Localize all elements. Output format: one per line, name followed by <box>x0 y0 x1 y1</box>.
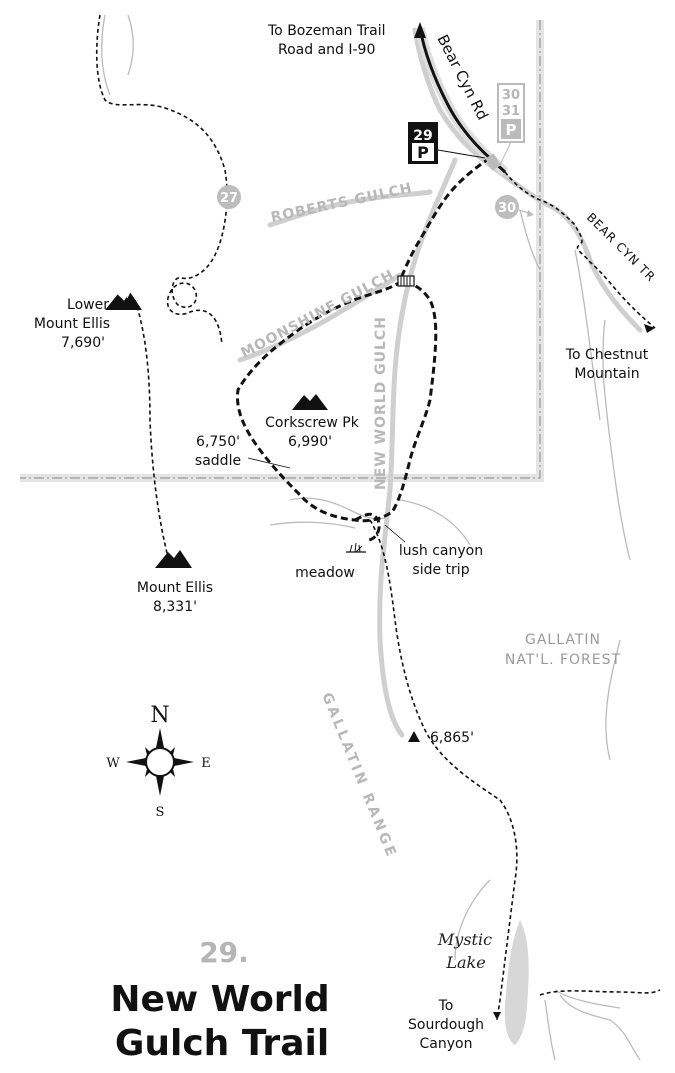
compass-east: E <box>201 756 211 771</box>
compass-south: S <box>156 805 165 820</box>
mystic-lake-label-line1: Mystic <box>437 930 492 949</box>
trail-27-number: 27 <box>220 191 238 206</box>
trailhead-marker <box>485 153 501 171</box>
lush-canyon-leader-line <box>384 524 406 543</box>
main-route <box>235 156 491 542</box>
mount-ellis-name: Mount Ellis <box>137 580 213 596</box>
mystic-lake-label-line2: Lake <box>445 953 485 972</box>
to-bozeman-label-line2: Road and I-90 <box>278 42 375 58</box>
summit-triangle-icon <box>408 731 420 742</box>
corkscrew-pk-elevation: 6,990' <box>288 434 332 450</box>
mount-ellis-elevation: 8,331' <box>153 599 197 615</box>
mountain-icon <box>105 291 142 310</box>
compass-rose: N S W E <box>106 703 210 820</box>
corkscrew-pk-name: Corkscrew Pk <box>265 415 360 431</box>
point-6865-elevation: 6,865' <box>430 730 474 746</box>
saddle-leader-line <box>247 457 291 469</box>
to-chestnut-label-line1: To Chestnut <box>565 347 649 363</box>
trail-30-marker: 30 <box>495 195 534 219</box>
to-sourdough-label-line2: Sourdough <box>408 1017 484 1033</box>
saddle-elevation: 6,750' <box>196 434 240 450</box>
mystic-lake <box>504 920 529 1045</box>
title-line1: New World <box>110 979 329 1020</box>
mountain-icon <box>292 394 328 410</box>
parking-30-31-symbol: P <box>506 121 517 139</box>
bear-cyn-road <box>414 22 509 176</box>
to-sourdough-label-line3: Canyon <box>420 1036 473 1052</box>
gallatin-range-label: GALLATIN RANGE <box>318 691 399 862</box>
lower-mount-ellis-name-line2: Mount Ellis <box>34 316 110 332</box>
saddle-label: saddle <box>195 453 241 469</box>
compass-west: W <box>106 756 120 771</box>
parking-30-31-icon: 30 31 P <box>497 83 525 166</box>
new-world-gulch-label: NEW WORLD GULCH <box>373 316 389 490</box>
to-sourdough-label-line1: To <box>438 998 454 1014</box>
parking-31-number: 31 <box>502 104 520 119</box>
lush-canyon-label-line2: side trip <box>412 562 469 578</box>
to-bozeman-label-line1: To Bozeman Trail <box>267 23 385 39</box>
trail-30-number: 30 <box>498 201 516 216</box>
parking-29-icon: 29 P <box>408 122 486 164</box>
compass-north: N <box>150 703 169 728</box>
roberts-gulch-label: ROBERTS GULCH <box>270 180 415 226</box>
parking-29-symbol: P <box>417 143 429 162</box>
lush-canyon-label-line1: lush canyon <box>399 543 483 559</box>
gallatin-forest-label-line1: GALLATIN <box>525 632 601 648</box>
parking-29-number: 29 <box>413 128 432 144</box>
parking-30-number: 30 <box>502 88 520 103</box>
route-number: 29. <box>199 936 249 969</box>
other-trails <box>95 14 661 1021</box>
gallatin-forest-label-line2: NAT'L. FOREST <box>505 652 621 668</box>
lower-mount-ellis-elevation: 7,690' <box>61 335 105 351</box>
to-chestnut-label-line2: Mountain <box>574 366 639 382</box>
trail-27-marker: 27 <box>217 185 241 209</box>
mountain-icon <box>155 550 192 568</box>
title-line2: Gulch Trail <box>115 1023 329 1064</box>
lower-mount-ellis-name-line1: Lower <box>67 297 109 313</box>
forest-boundary <box>20 20 544 482</box>
streams <box>101 14 643 1061</box>
meadow-label: meadow <box>295 565 355 581</box>
meadow-icon <box>346 542 366 553</box>
